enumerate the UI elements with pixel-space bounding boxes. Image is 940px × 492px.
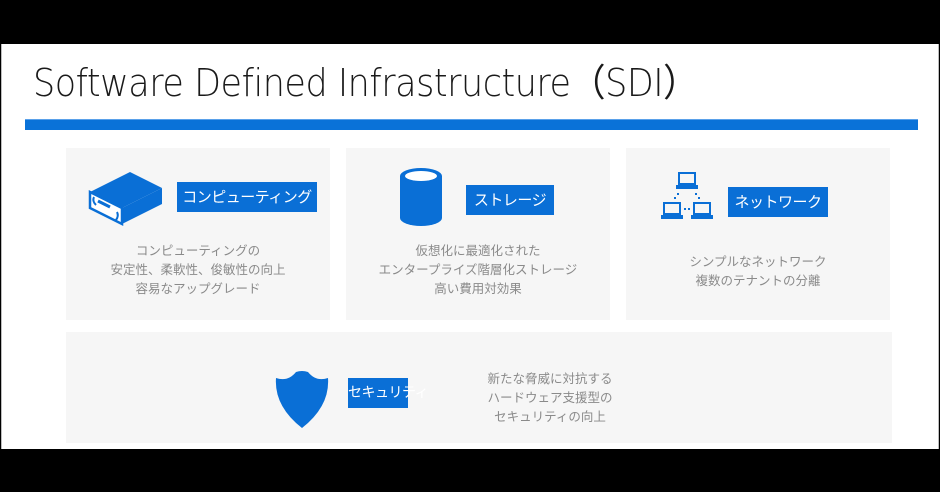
computing-label: コンピューティング [177,182,317,212]
server-icon [88,172,162,227]
storage-panel: ストレージ 仮想化に最適化された エンタープライズ階層化ストレージ 高い費用対効… [346,148,610,320]
storage-description: 仮想化に最適化された エンタープライズ階層化ストレージ 高い費用対効果 [378,243,578,296]
computing-description: コンピューティングの 安定性、柔軟性、俊敏性の向上 容易なアップグレード [110,243,286,296]
slide: Software Defined Infrastructure（SDI） コンピ… [1,44,939,449]
network-description: シンプルなネットワーク 複数のテナントの分離 [689,254,827,288]
storage-label: ストレージ [466,185,554,215]
security-panel: セキュリティ 新たな脅威に対抗する ハードウェア支援型の セキュリティの向上 [66,332,892,443]
network-computers-icon [661,172,713,219]
title-underline-bar [25,119,918,130]
database-cylinder-icon [400,168,442,226]
security-label: セキュリティ [348,378,429,408]
computing-panel: コンピューティング コンピューティングの 安定性、柔軟性、俊敏性の向上 容易なア… [66,148,330,320]
security-description: 新たな脅威に対抗する ハードウェア支援型の セキュリティの向上 [487,371,613,424]
network-panel: ネットワーク シンプルなネットワーク 複数のテナントの分離 [626,148,890,320]
network-label: ネットワーク [728,187,828,217]
slide-title: Software Defined Infrastructure（SDI） [33,61,698,105]
shield-icon [275,371,329,428]
